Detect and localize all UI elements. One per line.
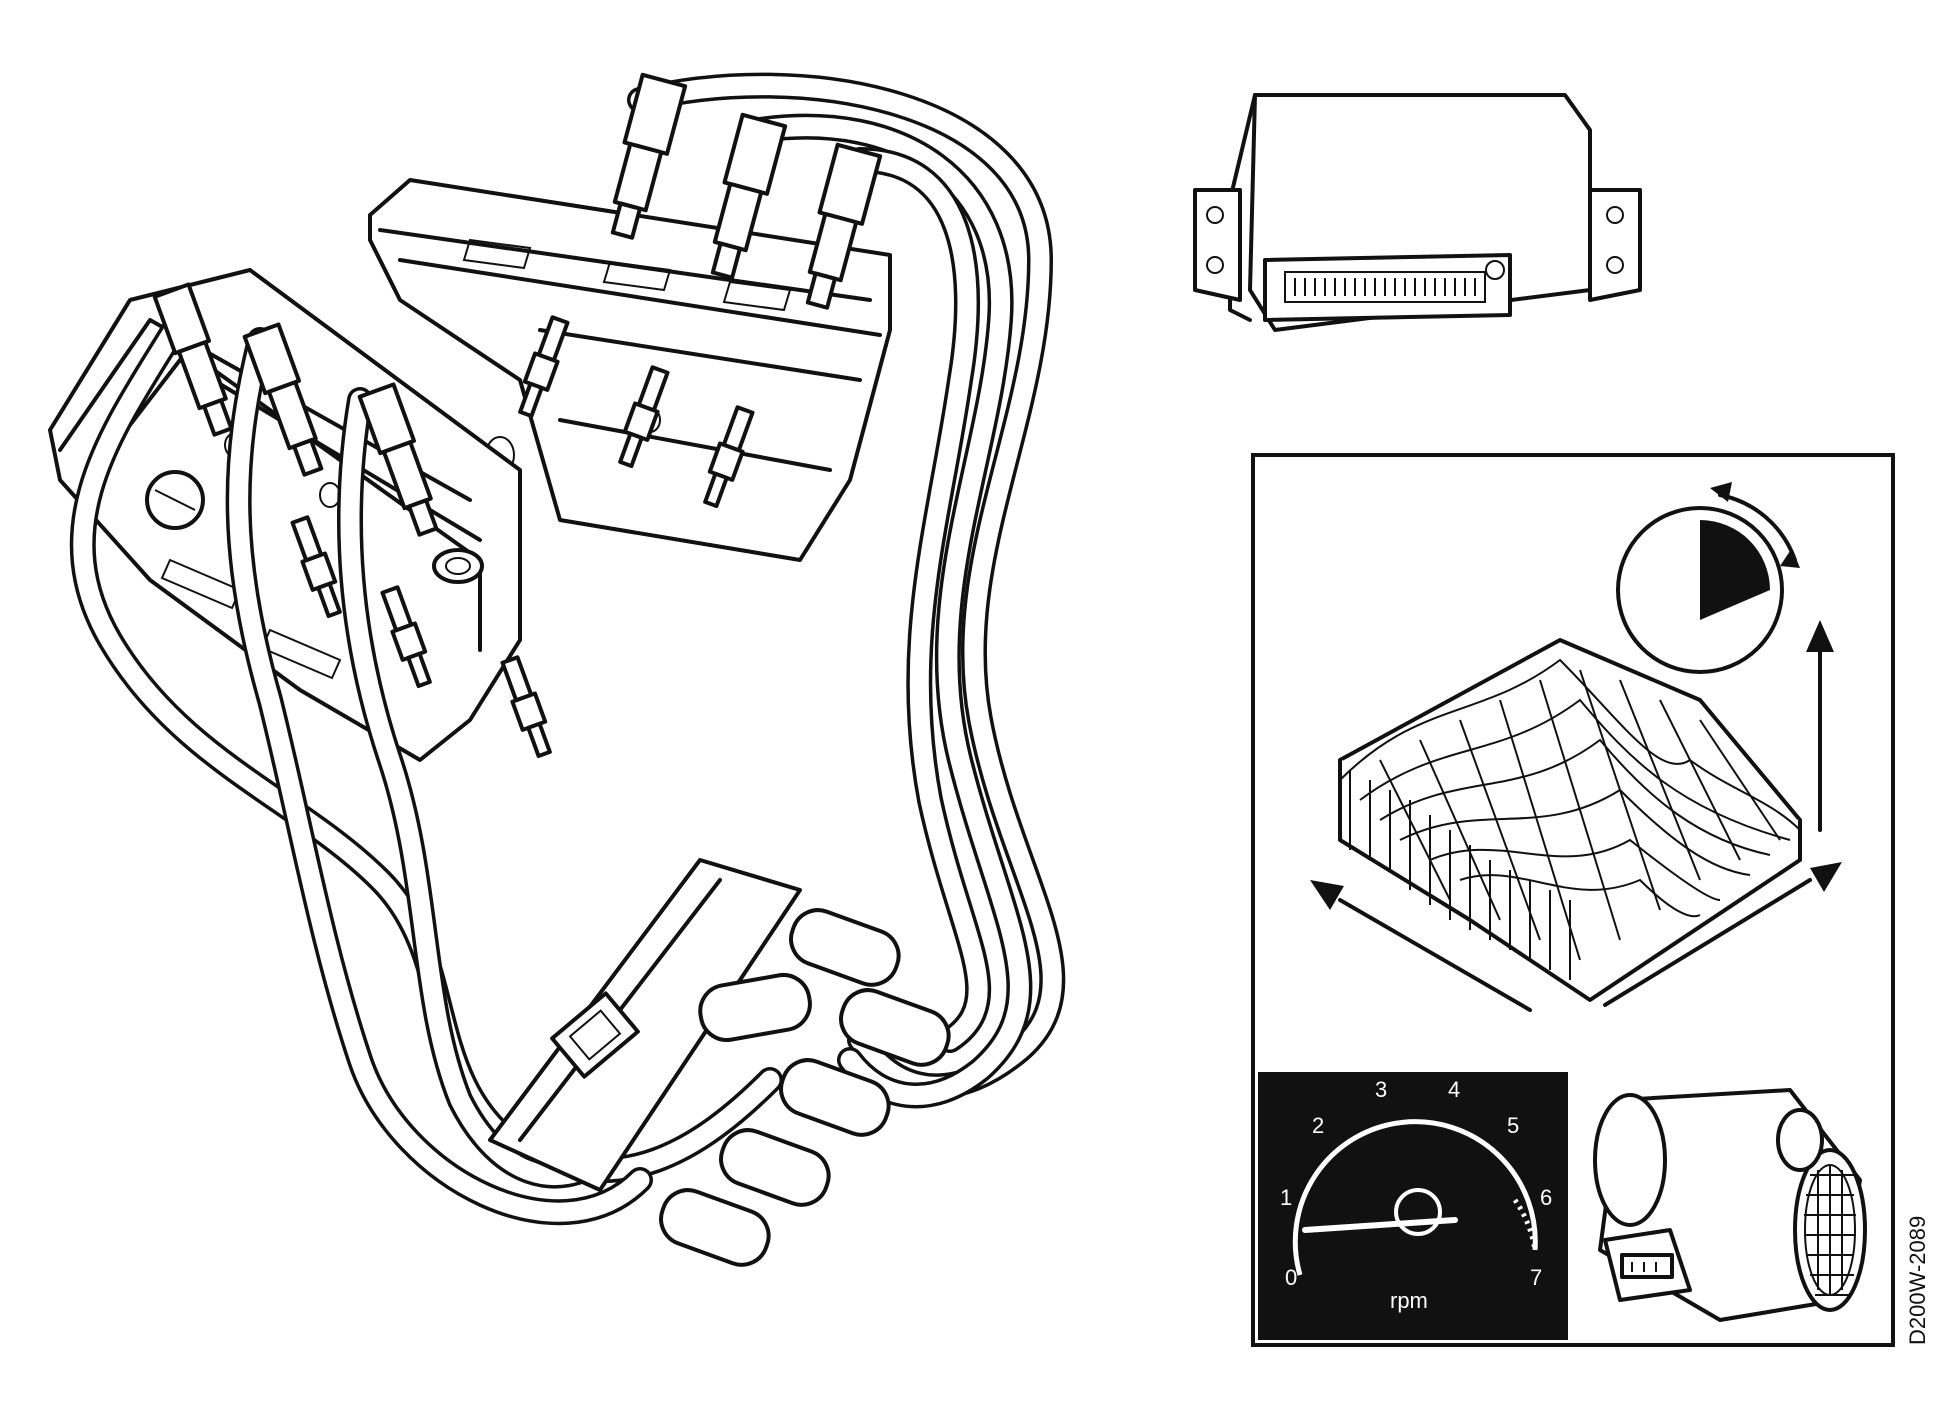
gauge-tick-1: 1 xyxy=(1280,1185,1292,1210)
coil-boot xyxy=(719,1128,831,1207)
cable-connector xyxy=(152,282,234,437)
gauge-tick-7: 7 xyxy=(1530,1265,1542,1290)
characteristic-map-panel: 0 1 2 3 4 5 6 7 rpm xyxy=(1251,453,1895,1347)
gauge-tick-5: 5 xyxy=(1507,1113,1519,1138)
coil-boot xyxy=(659,1188,771,1267)
cable-connector xyxy=(710,112,788,280)
gauge-tick-4: 4 xyxy=(1448,1077,1460,1102)
spark-plug xyxy=(518,315,570,419)
ignition-angle-dial xyxy=(1616,482,1800,674)
tachometer: 0 1 2 3 4 5 6 7 rpm xyxy=(1258,1072,1568,1340)
coil-boot xyxy=(698,972,812,1043)
ignition-coil-pack xyxy=(488,858,951,1267)
cable-connector xyxy=(610,72,688,240)
spark-plug xyxy=(703,405,755,509)
coil-boot xyxy=(839,988,951,1067)
spark-plug xyxy=(500,655,552,759)
spark-plug xyxy=(380,585,432,689)
cable-connector xyxy=(242,322,324,477)
spark-plug xyxy=(290,515,342,619)
rpm-axis-arrow-icon xyxy=(1310,880,1532,1012)
coil-boot xyxy=(779,1058,891,1137)
gauge-tick-3: 3 xyxy=(1375,1077,1387,1102)
ignition-map-surface xyxy=(1338,638,1802,1002)
tachometer-needle xyxy=(1302,1217,1458,1233)
engine-cylinder-head-rear xyxy=(368,178,892,562)
up-arrow-icon xyxy=(1806,620,1834,832)
cable-connector xyxy=(805,142,883,310)
tachometer-unit-label: rpm xyxy=(1390,1288,1428,1313)
spark-plug xyxy=(618,365,670,469)
gauge-tick-2: 2 xyxy=(1312,1113,1324,1138)
figure-code: D200W-2089 xyxy=(1905,1216,1930,1345)
engine-control-module xyxy=(1193,93,1642,332)
air-mass-meter xyxy=(1593,1088,1867,1322)
cable-connector xyxy=(357,382,439,537)
gauge-tick-0: 0 xyxy=(1285,1265,1297,1290)
gauge-tick-6: 6 xyxy=(1540,1185,1552,1210)
load-axis-arrow-icon xyxy=(1603,862,1842,1007)
coil-boot xyxy=(789,908,901,987)
